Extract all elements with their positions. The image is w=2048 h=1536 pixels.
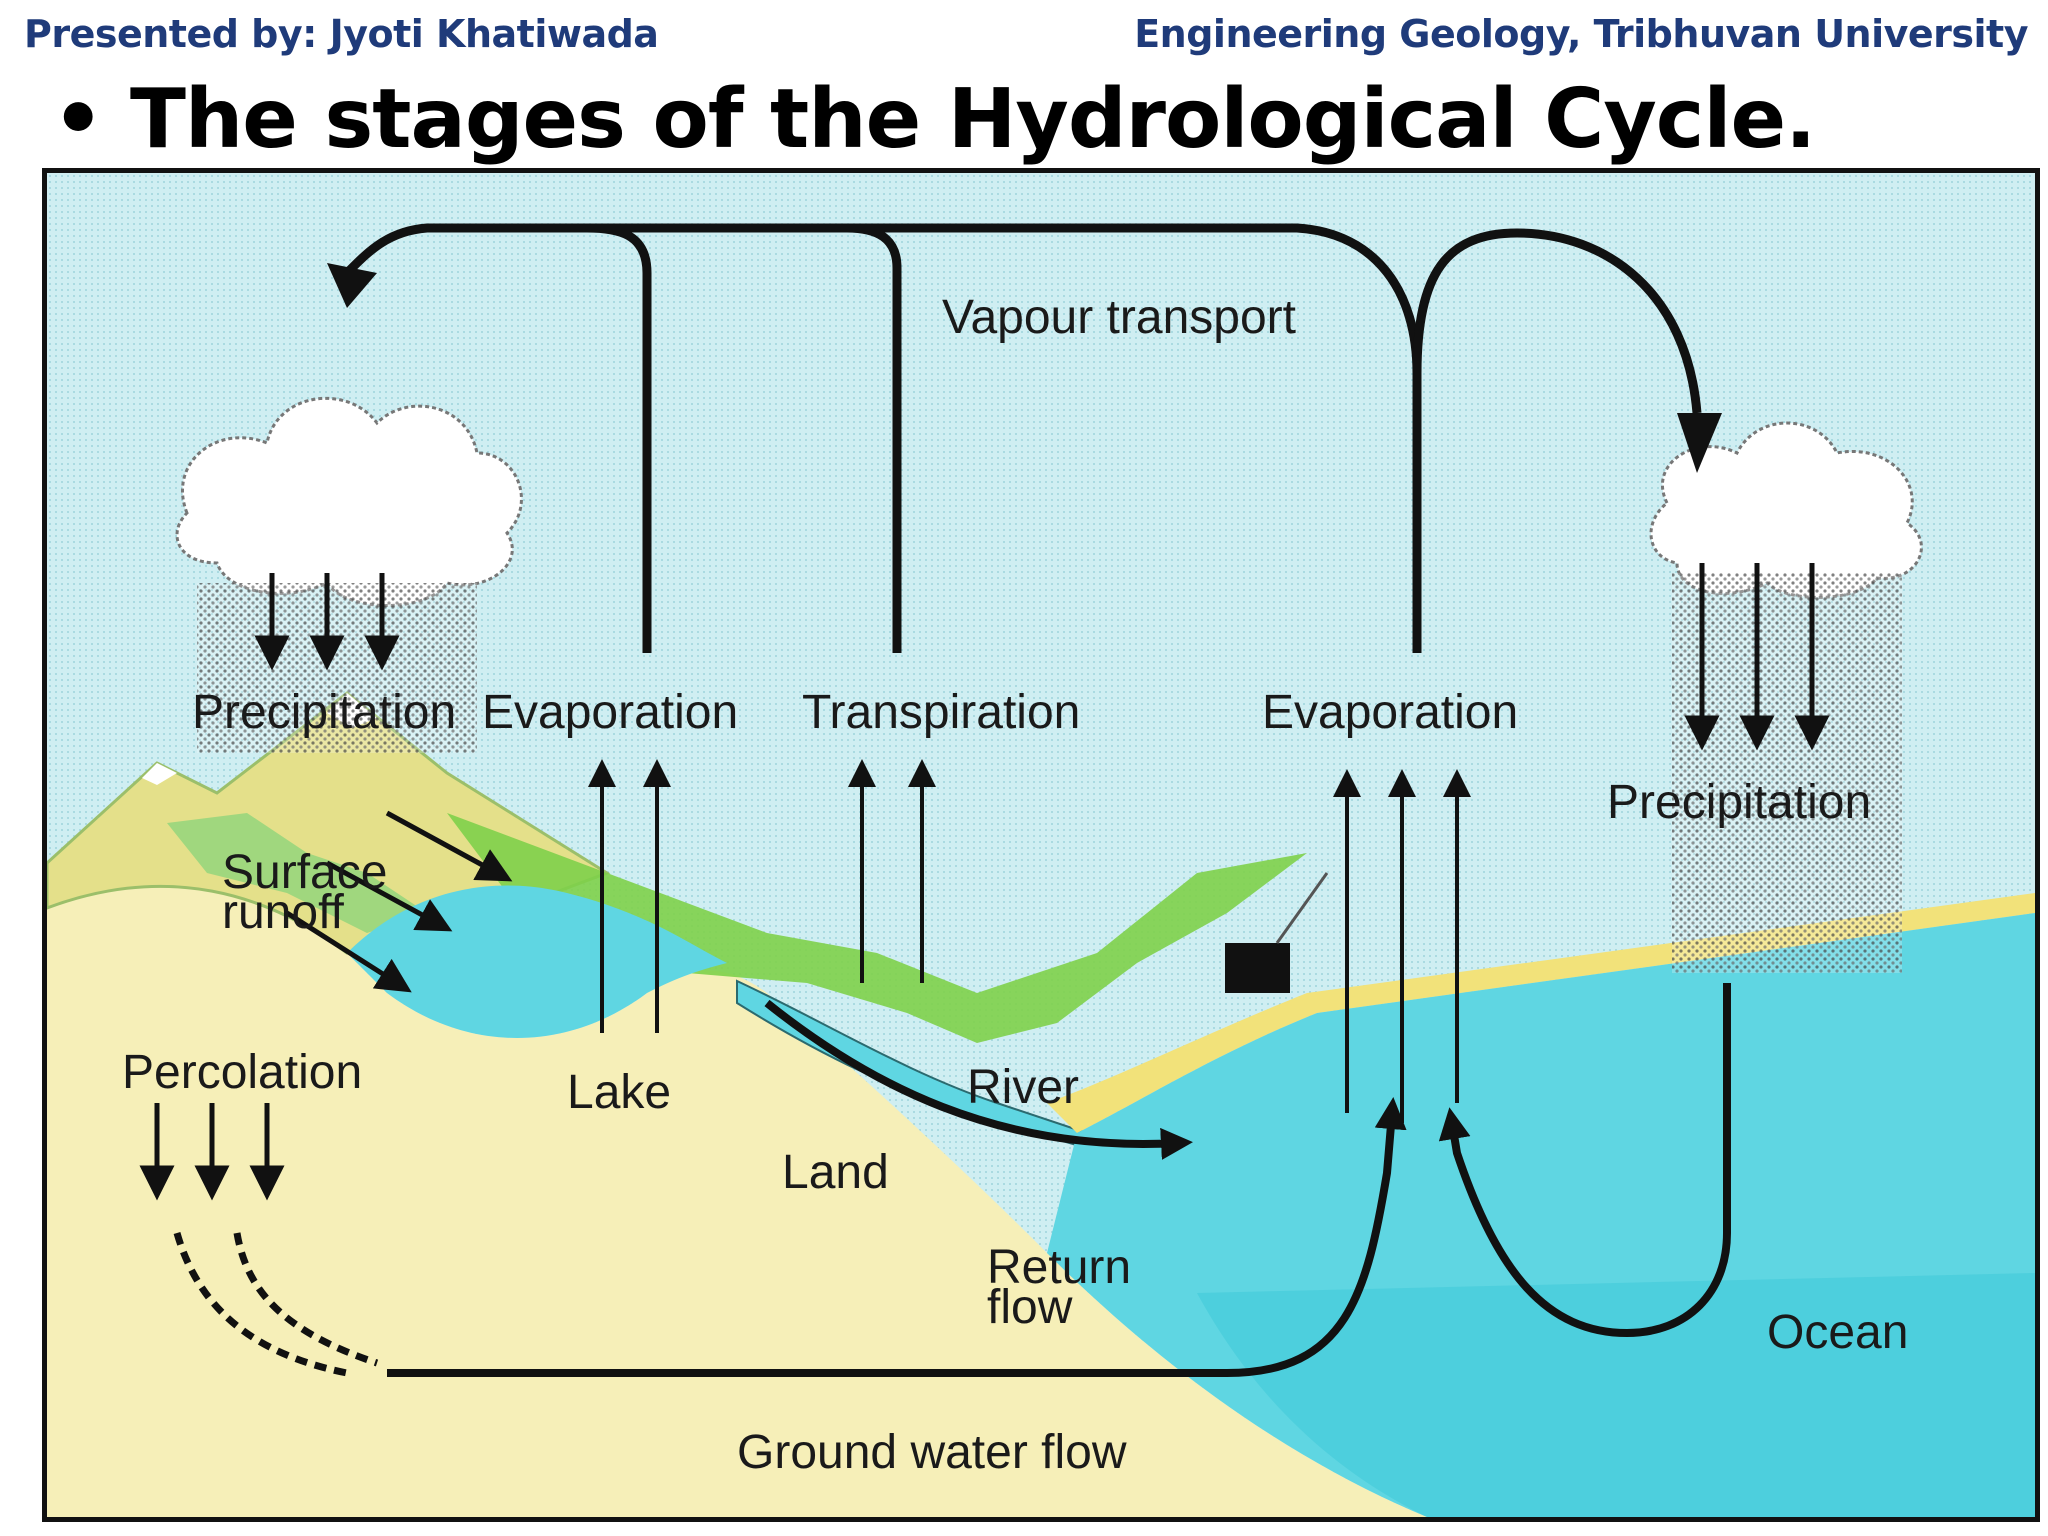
evaporation-arrows-ocean (1333, 769, 1471, 1123)
surface-runoff-arrows (285, 810, 513, 993)
title-bullet: • (52, 72, 104, 167)
label-return-flow-2: flow (987, 1281, 1073, 1334)
title-text: The stages of the Hydrological Cycle. (130, 72, 1816, 167)
label-evaporation-lake: Evaporation (482, 686, 738, 739)
label-vapour-transport: Vapour transport (942, 291, 1296, 344)
label-surface-runoff-2: runoff (222, 886, 345, 939)
label-transpiration: Transpiration (802, 686, 1080, 739)
hydrological-cycle-diagram: Vapour transport Precipitation Evaporati… (42, 168, 2040, 1522)
vapour-transport-arrows (343, 223, 1702, 653)
percolation-arrows (139, 1103, 285, 1201)
label-river: River (967, 1061, 1079, 1114)
beach (1047, 893, 2035, 1133)
vapour-arrowhead-left (327, 263, 377, 308)
mountain-range (47, 691, 611, 955)
mountain-greenery (167, 813, 427, 933)
rain-shower-right (1672, 573, 1902, 973)
label-precipitation-right: Precipitation (1607, 776, 1871, 829)
label-ocean: Ocean (1767, 1306, 1908, 1359)
presenter-label: Presented by: Jyoti Khatiwada (24, 12, 659, 56)
precipitation-arrows-right (1684, 563, 1830, 751)
cloud-left (175, 396, 523, 607)
label-percolation: Percolation (122, 1046, 362, 1099)
river-flow-arrow (764, 999, 1193, 1160)
label-surface-runoff-1: Surface (222, 846, 387, 899)
course-label: Engineering Geology, Tribhuvan Universit… (1134, 12, 2028, 56)
label-evaporation-ocean: Evaporation (1262, 686, 1518, 739)
label-lake: Lake (567, 1066, 671, 1119)
label-precipitation-left: Precipitation (192, 686, 456, 739)
label-return-flow-1: Return (987, 1241, 1131, 1294)
label-ground-water-flow: Ground water flow (737, 1426, 1127, 1479)
ground-water-flow-arrow (387, 1097, 1407, 1377)
slide-title: • The stages of the Hydrological Cycle. (52, 72, 1816, 167)
ocean-deep (1197, 1273, 2035, 1517)
antenna (1275, 872, 1329, 944)
ocean-return-loop (1438, 983, 1731, 1338)
vegetation-band (447, 813, 1307, 1043)
evaporation-arrows-lake (588, 759, 671, 1033)
land-area (47, 886, 1427, 1517)
vapour-arrowhead-right (1677, 413, 1722, 473)
precipitation-arrows-left (254, 573, 400, 671)
transpiration-arrows (848, 759, 936, 983)
building-icon (1225, 943, 1290, 993)
percolation-dashed-path (233, 1232, 379, 1367)
percolation-dashed-path (173, 1232, 348, 1377)
label-land: Land (782, 1146, 889, 1199)
snow-cap (142, 763, 177, 785)
